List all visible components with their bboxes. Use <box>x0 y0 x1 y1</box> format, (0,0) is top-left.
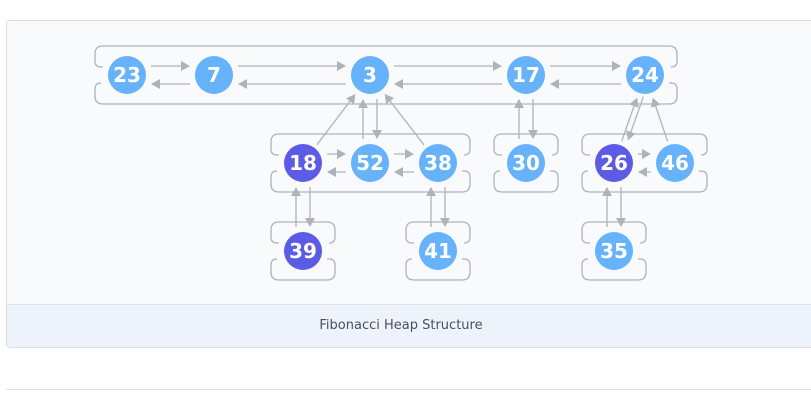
heap-node-38: 38 <box>419 144 457 182</box>
node-circle <box>419 232 457 270</box>
node-circle <box>108 56 146 94</box>
node-key: 17 <box>512 63 540 87</box>
node-circle <box>595 232 633 270</box>
heap-node-7: 7 <box>195 56 233 94</box>
node-key: 46 <box>661 151 689 175</box>
node-key: 24 <box>631 63 659 87</box>
marked-node-circle <box>284 232 322 270</box>
figure-card: 23 7 3 17 24 18 52 38 30 26 46 39 41 35 Fibonacci Hea… <box>6 20 811 348</box>
sibling-loop-6 <box>581 221 647 281</box>
heap-nodes: 23 7 3 17 24 18 52 38 30 26 46 39 41 35 <box>108 56 694 270</box>
node-circle <box>507 144 545 182</box>
heap-node-39: 39 <box>284 232 322 270</box>
section-divider <box>6 389 811 390</box>
node-key: 41 <box>424 239 452 263</box>
node-circle <box>195 56 233 94</box>
node-circle <box>626 56 664 94</box>
node-circle <box>419 144 457 182</box>
diagram-area: 23 7 3 17 24 18 52 38 30 26 46 39 41 35 <box>7 21 811 304</box>
fibonacci-heap-diagram: 23 7 3 17 24 18 52 38 30 26 46 39 41 35 <box>94 45 708 281</box>
sibling-loop-1 <box>270 133 471 193</box>
node-key: 26 <box>600 151 628 175</box>
node-key: 7 <box>207 63 221 87</box>
node-circle <box>507 56 545 94</box>
parent-arrow-n26 <box>621 97 639 142</box>
node-key: 52 <box>356 151 384 175</box>
sibling-list-loops <box>94 45 708 281</box>
heap-node-46: 46 <box>656 144 694 182</box>
child-arrow-n26 <box>626 96 644 141</box>
heap-node-41: 41 <box>419 232 457 270</box>
sibling-loop-0 <box>94 45 678 105</box>
heap-node-23: 23 <box>108 56 146 94</box>
figure-caption: Fibonacci Heap Structure <box>319 318 483 333</box>
marked-node-circle <box>284 144 322 182</box>
heap-node-35: 35 <box>595 232 633 270</box>
node-circle <box>351 56 389 94</box>
sibling-loop-3 <box>581 133 708 193</box>
heap-node-3: 3 <box>351 56 389 94</box>
caption-bar: Fibonacci Heap Structure <box>7 304 811 347</box>
node-key: 39 <box>289 239 317 263</box>
parent-arrow-n38 <box>384 93 425 146</box>
node-key: 18 <box>289 151 317 175</box>
parent-arrow-n46 <box>650 97 669 142</box>
link-arrows <box>151 61 669 227</box>
heap-node-26: 26 <box>595 144 633 182</box>
node-key: 38 <box>424 151 452 175</box>
sibling-loop-4 <box>270 221 336 281</box>
node-key: 30 <box>512 151 540 175</box>
parent-arrow-n18 <box>316 94 356 146</box>
marked-node-circle <box>595 144 633 182</box>
heap-node-17: 17 <box>507 56 545 94</box>
sibling-loop-2 <box>493 133 559 193</box>
sibling-loop-5 <box>405 221 471 281</box>
node-circle <box>656 144 694 182</box>
node-circle <box>351 144 389 182</box>
node-key: 3 <box>363 63 377 87</box>
heap-node-30: 30 <box>507 144 545 182</box>
node-key: 35 <box>600 239 628 263</box>
heap-node-52: 52 <box>351 144 389 182</box>
heap-node-24: 24 <box>626 56 664 94</box>
node-key: 23 <box>113 63 141 87</box>
heap-node-18: 18 <box>284 144 322 182</box>
